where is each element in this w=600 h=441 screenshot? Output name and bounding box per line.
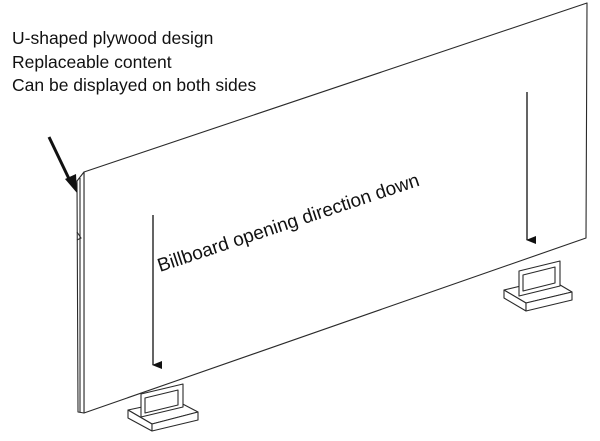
note-replaceable: Replaceable content (12, 51, 172, 72)
right-stand-foot (503, 260, 573, 312)
note-u-shaped: U-shaped plywood design (12, 28, 214, 48)
pointer-arrow-icon (47, 136, 77, 193)
feature-notes: U-shaped plywood design Replaceable cont… (12, 27, 256, 98)
billboard-panel (76, 2, 588, 414)
left-stand-foot (127, 383, 199, 432)
note-both-sides: Can be displayed on both sides (12, 75, 257, 95)
